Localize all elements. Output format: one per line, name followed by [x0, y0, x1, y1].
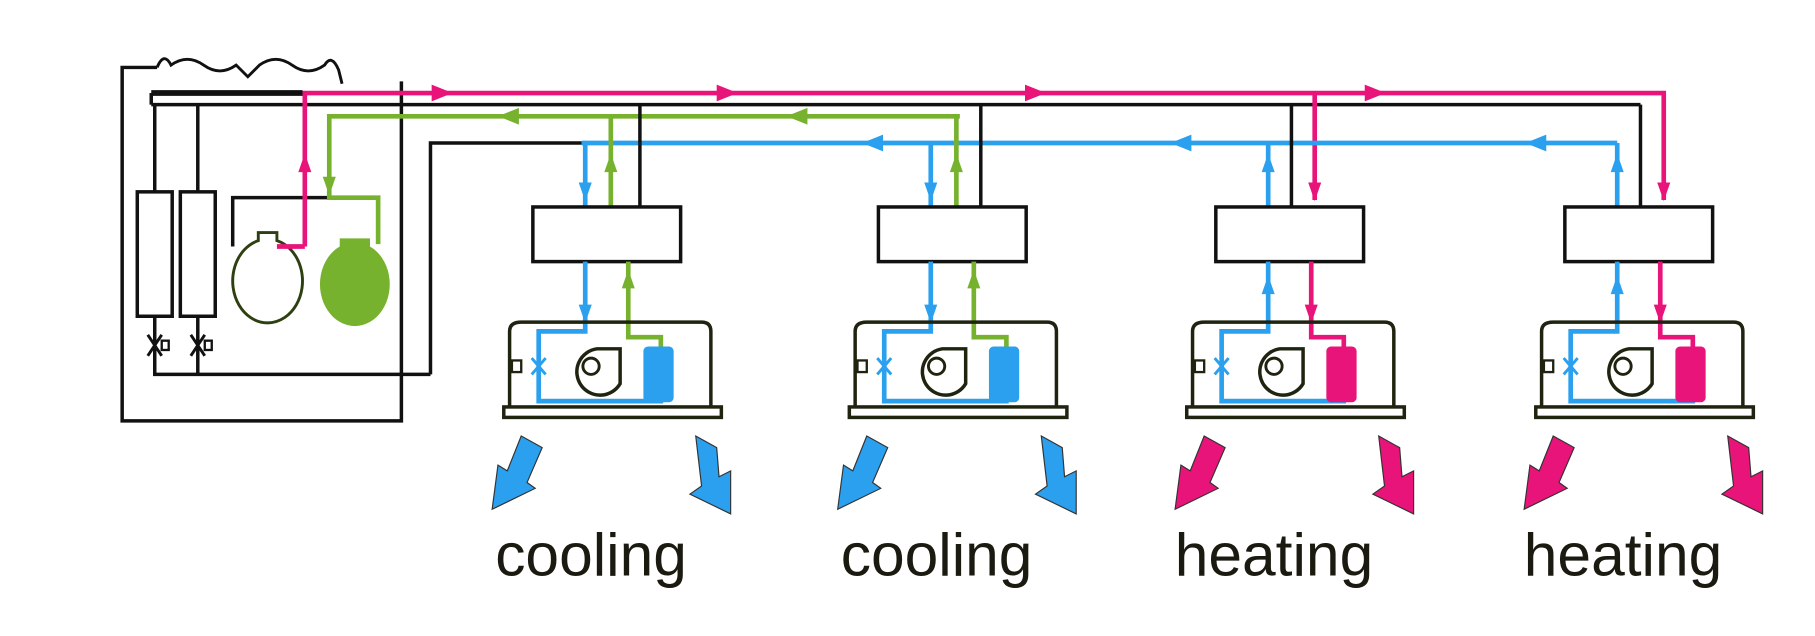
valve-actuator-icon: [856, 359, 868, 374]
fan-coil-base: [1534, 405, 1756, 420]
outdoor-unit: [120, 57, 431, 423]
coil-gas-pipe: [971, 261, 1009, 349]
flow-arrow-icon: [1025, 84, 1046, 102]
fan-coil-base: [847, 405, 1069, 420]
mode-label: cooling: [495, 521, 687, 589]
airflow-arrow-left: [1174, 435, 1226, 511]
valve-actuator-icon: [160, 339, 170, 352]
flow-arrow-icon: [862, 134, 884, 152]
flow-arrow-icon: [1610, 275, 1624, 295]
fan-coil-casing: [1190, 320, 1396, 407]
airflow-arrow-left: [1523, 435, 1575, 511]
flow-arrow-icon: [1653, 304, 1667, 324]
flow-arrow-icon: [604, 153, 618, 173]
flow-arrow-icon: [621, 269, 635, 289]
valve-actuator-icon: [203, 339, 213, 352]
heat-exchanger-2: [178, 190, 217, 318]
mode-label: cooling: [841, 521, 1033, 589]
accumulator-pipe: [230, 195, 330, 247]
airflow-arrow-right: [1720, 434, 1764, 515]
bc-controller-box: [1563, 205, 1715, 264]
flow-arrow-icon: [497, 107, 519, 125]
indoor-units: cooling cooling heating heating: [491, 104, 1764, 589]
airflow-arrow-right: [1034, 434, 1077, 515]
liquid-header-black: [428, 141, 582, 375]
outdoor-casing: [120, 65, 404, 423]
expansion-valve-icon: [146, 334, 163, 357]
heat-exchanger-1: [135, 190, 174, 318]
fan-icon: [155, 57, 344, 85]
accumulator-icon: [231, 231, 304, 325]
blower-hub-icon: [1613, 356, 1633, 376]
indoor-unit-2: cooling: [836, 104, 1077, 589]
blower-hub-icon: [581, 356, 601, 376]
coil-icon: [1326, 346, 1357, 403]
flow-arrow-icon: [1261, 275, 1275, 295]
fan-coil-casing: [1539, 320, 1745, 407]
mode-label: heating: [1175, 521, 1373, 589]
blower-hub-icon: [926, 356, 947, 376]
fan-coil-casing: [853, 320, 1059, 407]
valve-actuator-icon: [1193, 359, 1206, 374]
indoor-unit-3: heating: [1174, 104, 1415, 589]
flow-arrow-icon: [1364, 84, 1386, 102]
bc-controller-box: [531, 205, 683, 264]
fan-coil-base: [502, 405, 724, 420]
flow-arrow-icon: [924, 182, 938, 202]
flow-arrow-icon: [1657, 182, 1671, 202]
coil-gas-pipe: [1657, 261, 1696, 349]
refrigerant-piping: [149, 84, 1671, 375]
flow-arrow-icon: [578, 182, 592, 202]
flow-arrow-icon: [1304, 304, 1318, 324]
flow-arrow-icon: [578, 304, 592, 324]
fan-coil-casing: [507, 320, 713, 407]
bc-controller-box: [1214, 205, 1366, 264]
coil-gas-pipe: [625, 261, 664, 349]
expansion-valve-icon: [1562, 357, 1579, 376]
coil-icon: [988, 346, 1020, 403]
flow-arrow-icon: [1170, 134, 1192, 152]
flow-arrow-icon: [431, 84, 453, 102]
expansion-valve-icon: [1213, 357, 1230, 376]
coil-gas-pipe: [1308, 261, 1347, 349]
indoor-unit-4: heating: [1523, 104, 1764, 589]
flow-arrow-icon: [716, 84, 738, 102]
flow-arrow-icon: [1525, 134, 1547, 152]
coil-icon: [1675, 346, 1706, 403]
flow-arrow-icon: [322, 176, 336, 196]
flow-arrow-icon: [967, 269, 981, 289]
suction-line: [326, 113, 960, 245]
flow-arrow-icon: [1610, 153, 1624, 173]
airflow-arrow-left: [491, 435, 543, 511]
airflow-arrow-right: [1371, 434, 1415, 515]
airflow-arrow-right: [688, 434, 732, 515]
mode-label: heating: [1524, 521, 1722, 589]
flow-arrow-icon: [1261, 153, 1275, 173]
flow-arrow-icon: [298, 153, 312, 173]
expansion-valve-icon: [530, 357, 547, 376]
expansion-valve-icon: [876, 357, 893, 376]
valve-actuator-icon: [1542, 359, 1555, 374]
airflow-arrow-left: [836, 435, 889, 511]
blower-hub-icon: [1264, 356, 1284, 376]
coil-icon: [643, 346, 674, 403]
valve-actuator-icon: [510, 359, 523, 374]
expansion-valve-icon: [189, 334, 206, 357]
flow-arrow-icon: [924, 304, 938, 324]
flow-arrow-icon: [1308, 182, 1322, 202]
fan-coil-base: [1184, 405, 1407, 420]
flow-arrow-icon: [786, 107, 808, 125]
compressor-icon: [319, 238, 390, 327]
liquid-return-line: [152, 316, 431, 377]
bc-controller-box: [876, 205, 1028, 264]
flow-arrow-icon: [949, 153, 963, 173]
indoor-unit-1: cooling: [491, 104, 732, 589]
